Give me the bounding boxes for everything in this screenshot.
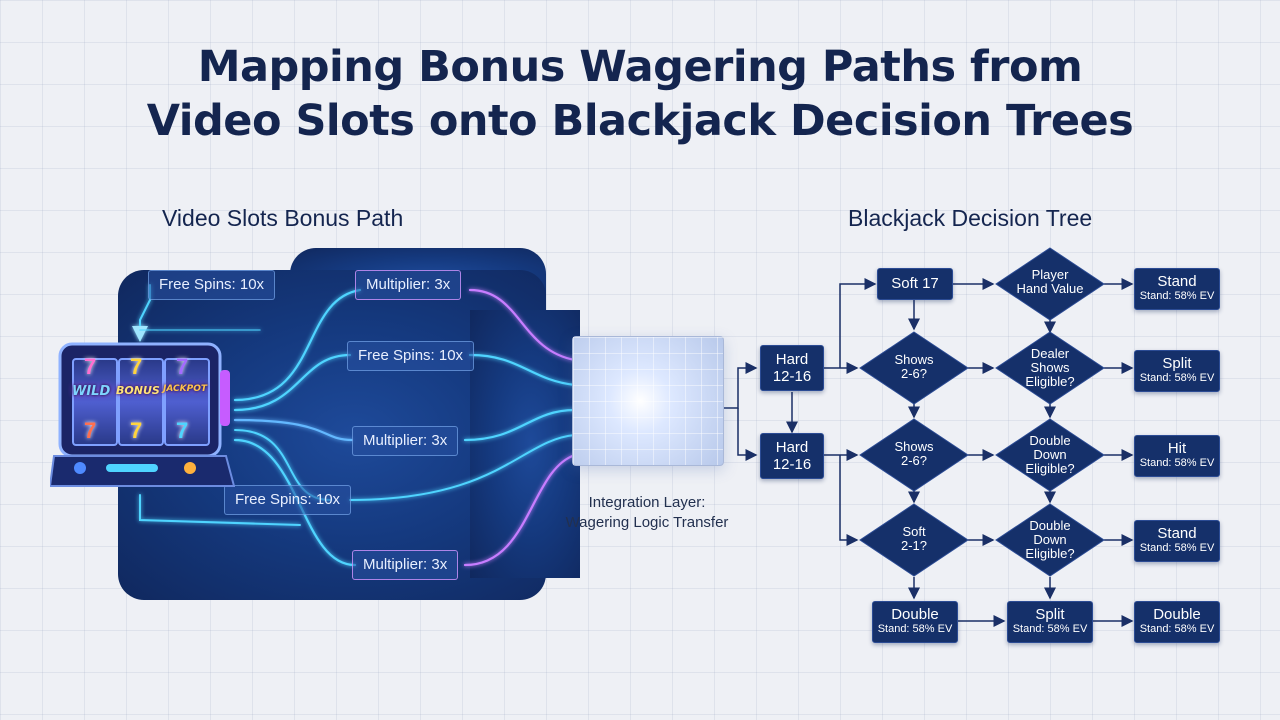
- integration-label-line-1: Integration Layer:: [588, 494, 706, 511]
- integration-layer-panel: [572, 336, 724, 466]
- outcome-stand: Stand Stand: 58% EV: [1134, 520, 1220, 562]
- seven-symbol-icon: 7: [130, 354, 143, 379]
- diamond-line: Hand Value: [1016, 281, 1084, 296]
- decision-diamond-shows-2: [859, 418, 969, 492]
- diamond-label-player-hand: Player Hand Value: [1005, 268, 1095, 296]
- slot-reel-2: [118, 358, 164, 446]
- seven-symbol-icon: 7: [176, 354, 189, 379]
- diamond-line: Shows: [894, 352, 934, 367]
- outcome-ev: Stand: 58% EV: [1139, 623, 1215, 635]
- outcome-stand: Stand Stand: 58% EV: [1134, 268, 1220, 310]
- diamond-line: Eligible?: [1025, 546, 1075, 561]
- diamond-label-soft: Soft 2-1?: [869, 525, 959, 553]
- decision-diamond-shows-1: [859, 331, 969, 405]
- slot-tag-multiplier: Multiplier: 3x: [352, 426, 459, 456]
- outcome-ev: Stand: 58% EV: [1139, 542, 1215, 554]
- start-node-hard: Hard 12-16: [760, 433, 824, 479]
- diamond-line: Down: [1033, 447, 1067, 462]
- outcome-title: Stand: [1157, 273, 1197, 290]
- slot-tag-free-spins: Free Spins: 10x: [347, 341, 475, 371]
- integration-label-line-2: Wagering Logic Transfer: [565, 514, 729, 531]
- diamond-line: Shows: [894, 439, 934, 454]
- node-line: 12-16: [772, 456, 812, 473]
- title-line-1: Mapping Bonus Wagering Paths from: [197, 42, 1083, 92]
- outcome-split: Split Stand: 58% EV: [1134, 350, 1220, 392]
- outcome-ev: Stand: 58% EV: [1012, 623, 1088, 635]
- title-line-2: Video Slots onto Blackjack Decision Tree…: [146, 96, 1134, 146]
- seven-symbol-icon: 7: [84, 354, 97, 379]
- start-node-hard: Hard 12-16: [760, 345, 824, 391]
- diamond-line: 2-1?: [900, 538, 928, 553]
- bottom-node-double: Double Stand: 58% EV: [1134, 601, 1220, 643]
- outcome-hit: Hit Stand: 58% EV: [1134, 435, 1220, 477]
- bottom-node-double: Double Stand: 58% EV: [872, 601, 958, 643]
- slot-tag-multiplier: Multiplier: 3x: [355, 270, 462, 300]
- slots-panel-connector: [470, 310, 580, 578]
- outcome-title: Stand: [1157, 525, 1197, 542]
- diamond-line: Shows: [1030, 360, 1070, 375]
- slot-reel-3: [164, 358, 210, 446]
- diamond-line: Double: [1029, 518, 1071, 533]
- slot-machine-illustration: 7 7 7 7 7 7 WILD BONUS JACKPOT: [50, 340, 235, 490]
- outcome-ev: Stand: 58% EV: [1139, 457, 1215, 469]
- diamond-line: Down: [1033, 532, 1067, 547]
- diamond-line: Soft: [902, 524, 926, 539]
- decision-diamond-player: [995, 247, 1105, 321]
- seven-symbol-icon: 7: [130, 418, 143, 443]
- diamond-line: Eligible?: [1025, 374, 1075, 389]
- blackjack-section-title: Blackjack Decision Tree: [848, 205, 1093, 231]
- diamond-label-double-down-1: Double Down Eligible?: [1005, 434, 1095, 476]
- node-line: Hard: [775, 439, 809, 456]
- diamond-line: Player: [1031, 267, 1069, 282]
- slot-reel-1: [72, 358, 118, 446]
- outcome-title: Hit: [1167, 440, 1187, 457]
- outcome-title: Double: [891, 606, 939, 623]
- slot-tag-free-spins: Free Spins: 10x: [224, 485, 352, 515]
- reel-word-jackpot: JACKPOT: [163, 384, 208, 394]
- slot-tag-free-spins: Free Spins: 10x: [148, 270, 276, 300]
- outcome-ev: Stand: 58% EV: [877, 623, 953, 635]
- outcome-ev: Stand: 58% EV: [1139, 290, 1215, 302]
- outcome-ev: Stand: 58% EV: [1139, 372, 1215, 384]
- diamond-label-double-down-2: Double Down Eligible?: [1005, 519, 1095, 561]
- slot-tag-multiplier: Multiplier: 3x: [352, 550, 459, 580]
- seven-symbol-icon: 7: [176, 418, 189, 443]
- diamond-line: Dealer: [1030, 346, 1070, 361]
- diamond-line: Eligible?: [1025, 461, 1075, 476]
- slots-section-title: Video Slots Bonus Path: [162, 205, 404, 231]
- decision-diamond-soft: [859, 503, 969, 577]
- reel-word-wild: WILD: [72, 384, 111, 399]
- reel-word-bonus: BONUS: [116, 384, 160, 397]
- bottom-node-split: Split Stand: 58% EV: [1007, 601, 1093, 643]
- node-soft-17: Soft 17: [877, 268, 953, 300]
- diamond-label-shows-2: Shows 2-6?: [869, 440, 959, 468]
- node-line: Soft 17: [891, 275, 939, 292]
- decision-diamond-double-2: [995, 503, 1105, 577]
- outcome-title: Split: [1035, 606, 1065, 623]
- outcome-title: Double: [1153, 606, 1201, 623]
- diamond-line: 2-6?: [900, 366, 928, 381]
- decision-diamond-dealer: [995, 331, 1105, 405]
- diamond-line: 2-6?: [900, 453, 928, 468]
- seven-symbol-icon: 7: [84, 418, 97, 443]
- decision-diamond-double-1: [995, 418, 1105, 492]
- diamond-line: Double: [1029, 433, 1071, 448]
- diamond-label-dealer-shows: Dealer Shows Eligible?: [1005, 347, 1095, 389]
- outcome-title: Split: [1162, 355, 1192, 372]
- diamond-label-shows-1: Shows 2-6?: [869, 353, 959, 381]
- node-line: 12-16: [772, 368, 812, 385]
- node-line: Hard: [775, 351, 809, 368]
- page-title: Mapping Bonus Wagering Paths from Video …: [0, 40, 1280, 148]
